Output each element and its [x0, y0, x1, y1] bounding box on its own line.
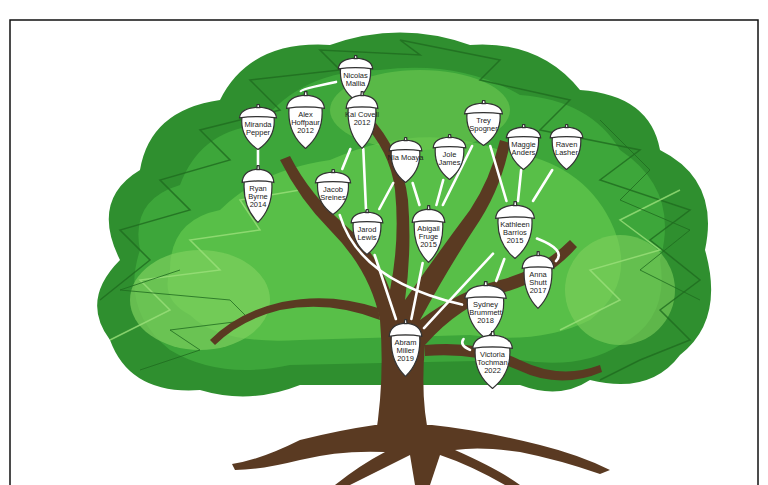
lineage-line — [301, 82, 336, 91]
person-name: Jole James — [432, 151, 468, 167]
lineage-line — [411, 263, 422, 319]
lineage-line — [340, 215, 462, 305]
acorn-node: Jacob Sreines — [313, 169, 353, 215]
year-label: 2017 — [520, 287, 556, 295]
acorn-label: Jarod Lewis — [349, 226, 385, 242]
person-name: Raven Lasher — [549, 141, 585, 157]
lineage-line — [342, 149, 350, 169]
frame — [10, 20, 758, 485]
person-name: Anna Shutt — [520, 271, 556, 287]
acorn-label: Abigail Fruge2015 — [410, 225, 447, 249]
acorn-label: Ryan Byrne2014 — [240, 185, 276, 209]
lineage-line — [490, 146, 506, 201]
year-label: 2012 — [344, 119, 380, 127]
acorn-node: Nia Moaya — [387, 137, 424, 183]
acorn-node: Jarod Lewis — [349, 209, 385, 255]
person-name: Kai Covell — [344, 111, 380, 119]
acorn-label: Jacob Sreines — [313, 186, 353, 202]
lineage-line — [363, 149, 366, 209]
year-label: 2012 — [288, 127, 324, 135]
acorn-node: Abram Miller2019 — [387, 319, 424, 377]
person-name: Jarod Lewis — [349, 226, 385, 242]
lineage-line — [257, 150, 260, 165]
acorn-label: Nicolas Mallia — [336, 72, 375, 88]
acorn-label: Alex Hoffpaur2012 — [284, 111, 327, 135]
acorn-label: Sydney Brummett2018 — [462, 301, 509, 325]
lineage-line — [533, 170, 552, 201]
acorn-label: Nia Moaya — [387, 154, 424, 162]
person-name: Sydney Brummett — [468, 301, 504, 317]
acorn-node: Jole James — [431, 134, 468, 180]
person-name: Miranda Pepper — [240, 121, 276, 137]
acorn-node: Nicolas Mallia — [336, 55, 375, 101]
year-label: 2019 — [388, 355, 424, 363]
acorn-node: Miranda Pepper — [237, 104, 279, 150]
acorn-node: Kai Covell2012 — [344, 91, 380, 149]
person-name: Jacob Sreines — [315, 186, 351, 202]
trunk-and-branches — [210, 114, 610, 485]
acorn-label: Victoria Tochman2022 — [470, 351, 515, 375]
acorn-label: Maggie Anders — [504, 141, 543, 157]
acorn-label: Trey Spogner — [462, 117, 505, 133]
year-label: 2015 — [497, 237, 533, 245]
acorn-label: Raven Lasher — [548, 141, 585, 157]
year-label: 2014 — [240, 201, 276, 209]
year-label: 2022 — [475, 367, 511, 375]
lineage-line — [379, 183, 393, 209]
year-label: 2018 — [468, 317, 504, 325]
acorn-node: Ryan Byrne2014 — [240, 165, 276, 223]
person-name: Alex Hoffpaur — [288, 111, 324, 127]
lineage-line — [375, 255, 396, 319]
acorn-node: Kathleen Barrios2015 — [493, 201, 537, 259]
acorn-node: Sydney Brummett2018 — [462, 281, 509, 339]
acorn-label: Abram Miller2019 — [387, 339, 424, 363]
lineage-line — [413, 183, 420, 205]
acorn-label: Miranda Pepper — [237, 121, 279, 137]
acorn-node: Trey Spogner — [462, 100, 505, 146]
acorn-label: Kai Covell2012 — [344, 111, 380, 127]
person-name: Victoria Tochman — [475, 351, 511, 367]
lineage-line — [436, 180, 443, 205]
lineage-line — [462, 339, 470, 350]
person-name: Kathleen Barrios — [497, 221, 533, 237]
person-name: Maggie Anders — [506, 141, 542, 157]
person-name: Nia Moaya — [388, 154, 424, 162]
acorn-label: Anna Shutt2017 — [520, 271, 556, 295]
person-name: Abigail Fruge — [411, 225, 447, 241]
acorn-node: Anna Shutt2017 — [520, 251, 556, 309]
acorn-node: Victoria Tochman2022 — [470, 331, 515, 389]
acorn-node: Maggie Anders — [504, 124, 543, 170]
lineage-line — [518, 170, 521, 201]
lineage-line — [496, 259, 504, 281]
year-label: 2015 — [411, 241, 447, 249]
person-name: Trey Spogner — [466, 117, 502, 133]
acorn-label: Jole James — [431, 151, 468, 167]
acorn-node: Raven Lasher — [548, 124, 585, 170]
person-name: Ryan Byrne — [240, 185, 276, 201]
person-name: Abram Miller — [388, 339, 424, 355]
acorn-node: Abigail Fruge2015 — [410, 205, 447, 263]
person-name: Nicolas Mallia — [338, 72, 374, 88]
acorn-label: Kathleen Barrios2015 — [493, 221, 537, 245]
acorn-node: Alex Hoffpaur2012 — [284, 91, 327, 149]
